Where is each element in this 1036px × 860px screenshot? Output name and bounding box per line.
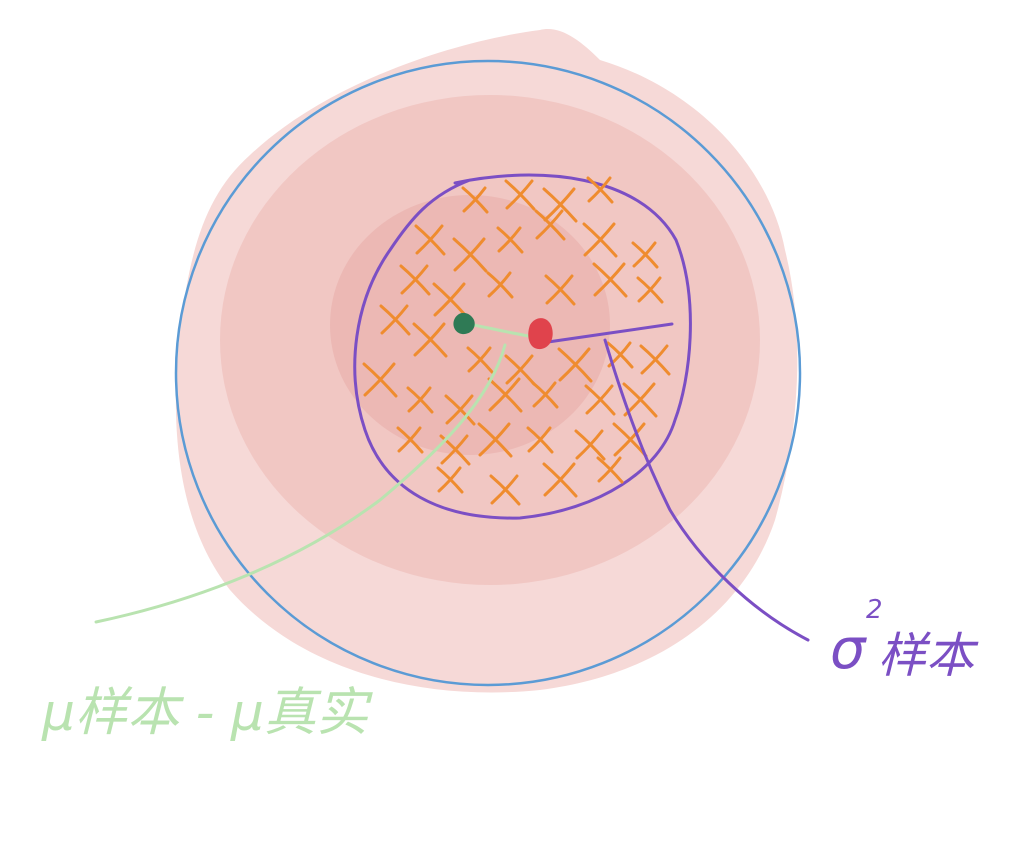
- sample-point-x: [542, 187, 578, 223]
- sample-point-x: [574, 429, 606, 461]
- sample-point-x: [399, 264, 431, 296]
- sample-point-x: [586, 176, 614, 204]
- variance-radius-line: [546, 322, 674, 344]
- population-distribution-blob: [175, 29, 798, 693]
- sample-points: [362, 176, 671, 506]
- sample-point-x: [639, 344, 671, 376]
- sample-point-x: [504, 354, 536, 386]
- bias-label: μ样本 - μ真实: [41, 683, 373, 743]
- sample-point-x: [526, 426, 554, 454]
- sample-point-x: [531, 381, 559, 409]
- sample-point-x: [584, 384, 616, 416]
- sample-point-x: [557, 347, 593, 383]
- sample-point-x: [489, 474, 521, 506]
- sample-point-x: [534, 209, 566, 241]
- sample-point-x: [396, 426, 424, 454]
- sample-point-x: [631, 241, 659, 269]
- sample-point-x: [496, 226, 524, 254]
- sample-point-x: [406, 386, 434, 414]
- sample-region-outline: [353, 173, 692, 520]
- sample-point-x: [592, 262, 628, 298]
- sample-point-x: [461, 186, 489, 214]
- sample-point-x: [582, 222, 618, 258]
- variance-label: σ 2 样本: [830, 595, 979, 684]
- sample-point-x: [477, 422, 513, 458]
- sample-point-x: [412, 322, 448, 358]
- sample-point-x: [444, 394, 476, 426]
- sample-point-x: [452, 237, 488, 273]
- variance-label-superscript: 2: [866, 595, 883, 625]
- sample-point-x: [362, 362, 398, 398]
- sample-point-x: [439, 434, 471, 466]
- sample-point-x: [636, 276, 664, 304]
- sample-point-x: [504, 179, 536, 211]
- variance-label-symbol: σ: [830, 617, 867, 682]
- bias-callout-line: [94, 343, 507, 624]
- sample-point-x: [466, 346, 494, 374]
- red-dot-icon: [528, 318, 553, 350]
- sample-point-x: [486, 271, 514, 299]
- sample-point-x: [414, 224, 446, 256]
- sample-point-x: [379, 304, 411, 336]
- sample-point-x: [596, 456, 624, 484]
- sample-point-x: [436, 466, 464, 494]
- population-circle: [174, 59, 802, 687]
- variance-callout-line: [603, 338, 810, 642]
- green-dot-icon: [453, 312, 475, 335]
- sample-point-x: [542, 462, 578, 498]
- sample-point-x: [544, 274, 576, 306]
- variance-label-text: 样本: [878, 628, 979, 684]
- sample-point-x: [487, 377, 523, 413]
